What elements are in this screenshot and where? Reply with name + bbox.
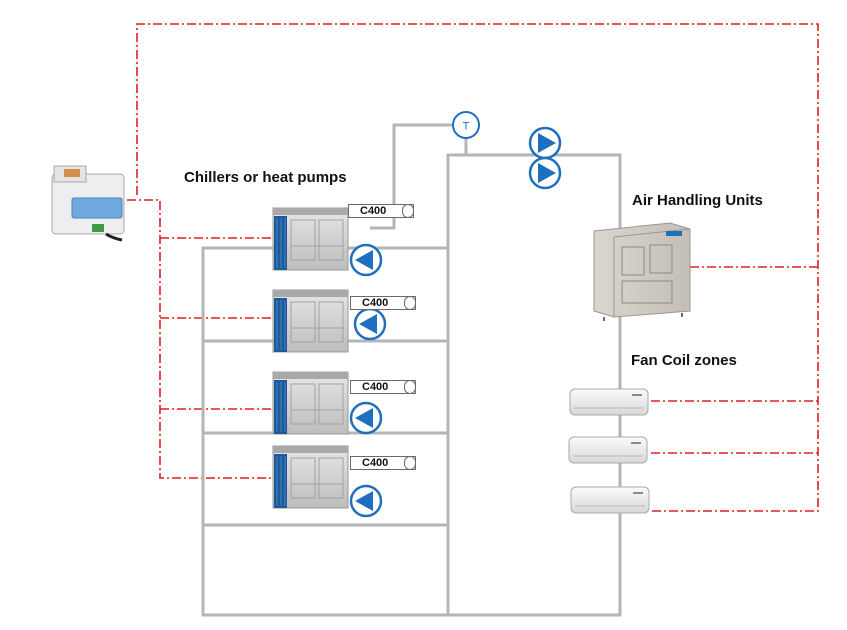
chiller-unit-1 <box>272 207 349 271</box>
pump-chiller-1 <box>349 243 383 277</box>
temperature-sensor-icon: T <box>452 111 480 139</box>
water-pipework <box>201 123 622 617</box>
c400-label: C400 <box>362 381 389 393</box>
pump-main-1 <box>528 126 562 160</box>
chillers-heading: Chillers or heat pumps <box>184 169 347 186</box>
c400-label: C400 <box>362 457 389 469</box>
c400-badge-4: C400 <box>350 456 416 470</box>
supply-pipe <box>370 123 452 230</box>
control-signal-network <box>110 23 819 512</box>
status-indicator-icon <box>404 456 416 470</box>
pump-chiller-4 <box>349 484 383 518</box>
status-indicator-icon <box>404 296 416 310</box>
fan-coil-unit-3 <box>570 486 650 514</box>
fan-coil-unit-1 <box>569 388 649 416</box>
air-handling-unit-icon <box>593 222 691 321</box>
chiller-unit-3 <box>272 371 349 435</box>
ahu-heading: Air Handling Units <box>632 192 763 209</box>
distribution-loop <box>446 153 622 617</box>
fan-coil-unit-icon <box>568 388 650 514</box>
pump-icon <box>349 126 562 518</box>
status-indicator-icon <box>404 380 416 394</box>
controller-device-icon <box>51 165 125 242</box>
signal-line-to-chillers <box>110 199 276 479</box>
chiller-unit-icon <box>272 207 349 509</box>
c400-label: C400 <box>362 297 389 309</box>
fancoil-heading: Fan Coil zones <box>631 352 737 369</box>
c400-badge-3: C400 <box>350 380 416 394</box>
sensor-label: T <box>463 121 470 133</box>
pump-main-2 <box>528 156 562 190</box>
c400-badge-2: C400 <box>350 296 416 310</box>
signal-line-bus-top <box>136 23 819 512</box>
pump-chiller-2 <box>353 307 387 341</box>
pump-chiller-3 <box>349 401 383 435</box>
status-indicator-icon <box>402 204 414 218</box>
c400-label: C400 <box>360 205 387 217</box>
chiller-unit-2 <box>272 289 349 353</box>
c400-badge-1: C400 <box>348 204 414 218</box>
fan-coil-unit-2 <box>568 436 648 464</box>
chiller-unit-4 <box>272 445 349 509</box>
